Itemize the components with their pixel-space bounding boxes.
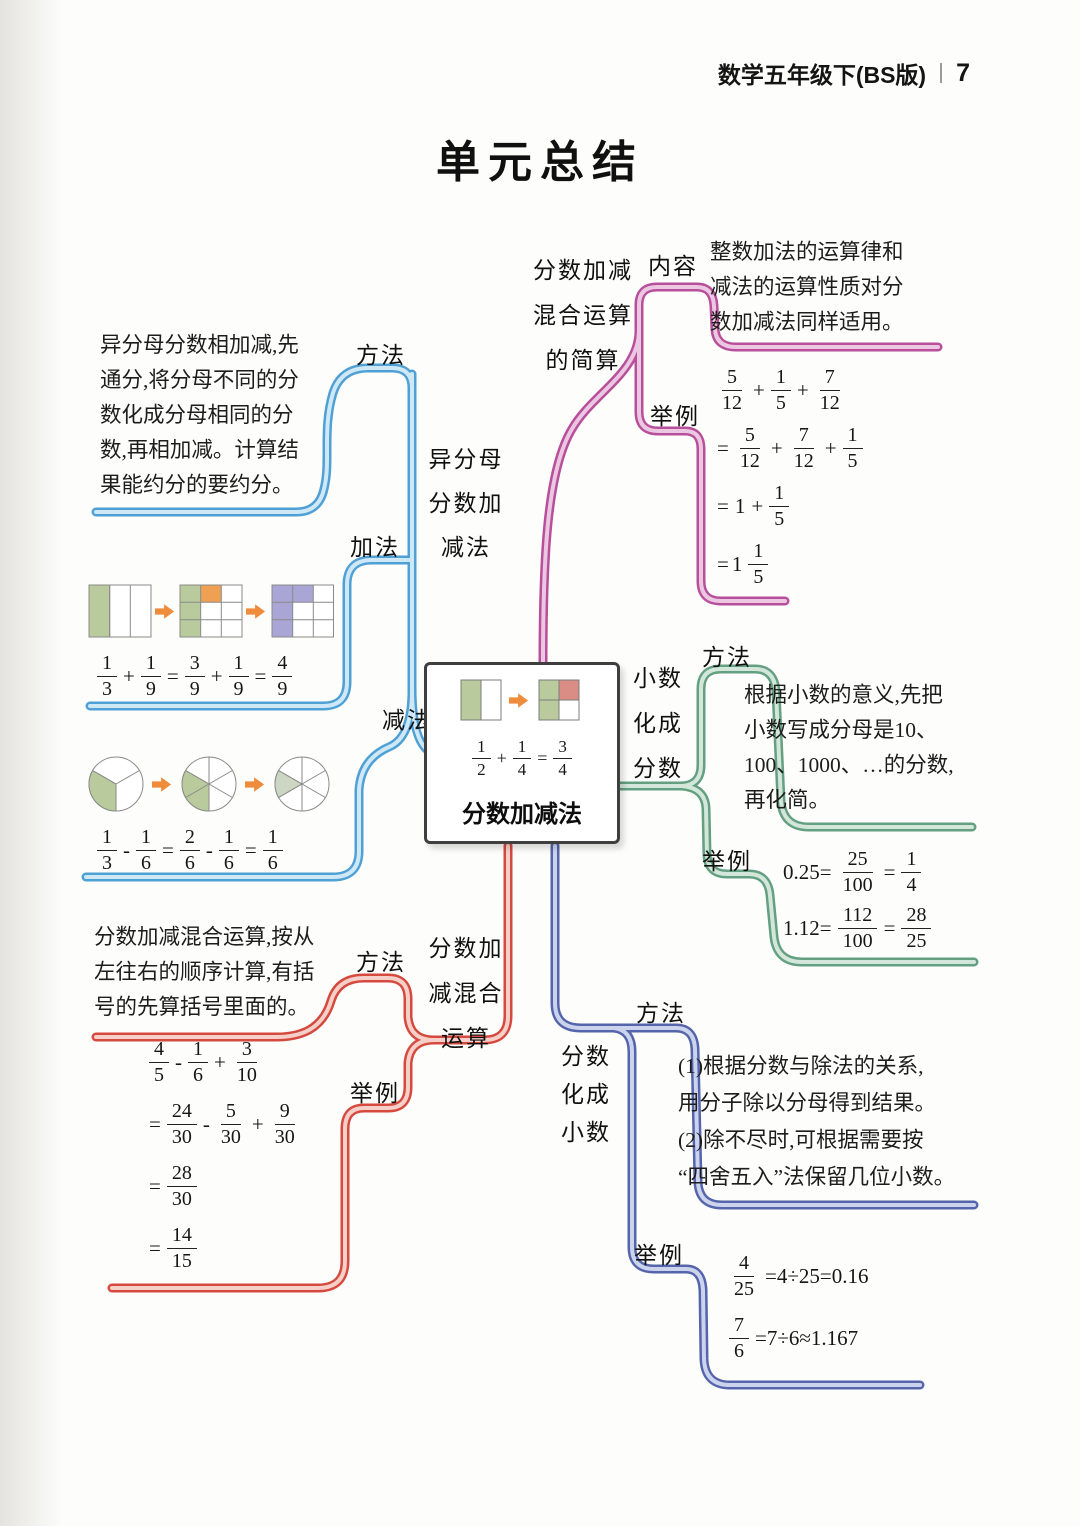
mixed-operations-example-label: 举例 <box>350 1081 400 1106</box>
node-fraction-to-decimal: 分数 化成 小数 <box>561 1044 611 1145</box>
node-mixed-operations: 分数加 减混合 运算 <box>428 936 504 1051</box>
page-number: 7 <box>956 58 970 87</box>
connector-decimal-to-fraction <box>615 664 979 967</box>
node-unlike-denominators: 异分母 分数加 减法 <box>428 447 504 560</box>
node-decimal-to-fraction: 小数 化成 分数 <box>633 666 683 781</box>
decimal-to-fraction-method-label: 方法 <box>702 645 752 670</box>
arrow-icon <box>245 777 265 792</box>
header-separator <box>940 63 943 83</box>
decimal-to-fraction-example-label: 举例 <box>702 849 752 874</box>
subtraction-label: 减法 <box>382 708 432 733</box>
page-edge-shading <box>0 0 64 1526</box>
central-node-title: 分数加减法 <box>462 801 582 828</box>
fraction-to-decimal-example-label: 举例 <box>634 1243 684 1268</box>
thirds-to-sixths-circles-figure <box>88 756 330 812</box>
node-mixed-simplify: 分数加减 混合运算 的简算 <box>533 258 633 373</box>
connector-mixed-operations <box>91 841 513 1293</box>
arrow-icon <box>155 604 175 619</box>
mixed-operations-method-label: 方法 <box>356 950 406 975</box>
connector-fraction-to-decimal <box>550 841 979 1390</box>
addition-label: 加法 <box>350 535 400 560</box>
page-title: 单元总结 <box>436 138 644 187</box>
fraction-to-decimal-method-text: (1)根据分数与除法的关系, 用分子除以分母得到结果。 (2)除不尽时,可根据需… <box>678 1054 956 1189</box>
unlike-denominators-method-text: 异分母分数相加减,先 通分,将分母不同的分 数化成分母相同的分 数,再相加减。计… <box>100 333 299 497</box>
fraction-to-decimal-method-label: 方法 <box>636 1001 686 1026</box>
connector-mixed-simplify <box>538 282 943 669</box>
page-header: 数学五年级下(BS版) 7 <box>718 56 970 90</box>
content-label: 内容 <box>648 254 698 279</box>
connector-unlike-denominators <box>81 363 437 882</box>
arrow-icon <box>509 693 529 708</box>
unlike-denominators-method-label: 方法 <box>356 343 406 368</box>
mixed-operations-method-text: 分数加减混合运算,按从 左往右的顺序计算,有括 号的先算括号里面的。 <box>94 925 315 1019</box>
arrow-icon <box>246 604 266 619</box>
header-book-title: 数学五年级下(BS版) <box>717 62 927 88</box>
arrow-icon <box>152 777 172 792</box>
mixed-simplify-content-text: 整数加法的运算律和 减法的运算性质对分 数加减法同样适用。 <box>710 240 904 334</box>
mixed-simplify-example-label: 举例 <box>650 404 700 429</box>
half-plus-quarter-figure <box>460 679 580 721</box>
decimal-to-fraction-method-text: 根据小数的意义,先把 小数写成分母是10、 100、1000、…的分数, 再化简… <box>744 683 954 812</box>
thirds-to-ninths-figure <box>88 584 334 638</box>
